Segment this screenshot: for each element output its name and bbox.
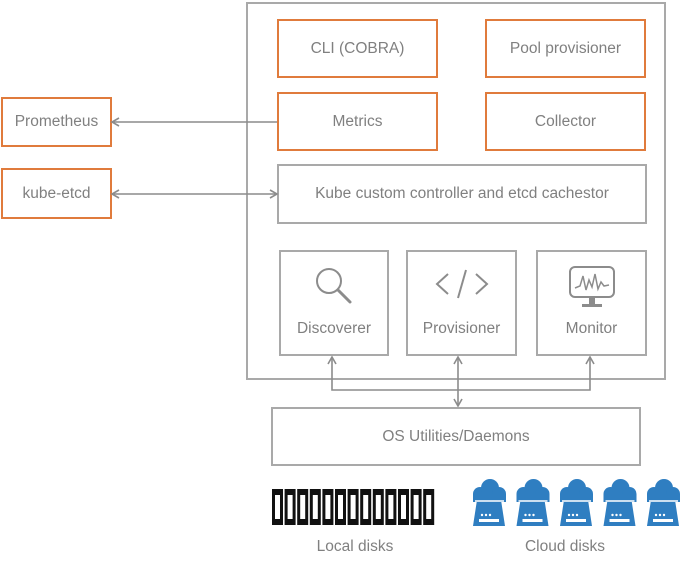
pool-provisioner-label: Pool provisioner: [509, 39, 622, 57]
monitor-node: Monitor: [536, 250, 647, 356]
cloud-server: [473, 479, 506, 526]
metrics-label: Metrics: [332, 112, 383, 130]
kube-controller-label: Kube custom controller and etcd cachesto…: [315, 185, 609, 202]
cloud-server: [603, 479, 637, 526]
cloud-server: [560, 479, 593, 526]
monitor-screen-icon: [538, 264, 645, 319]
kube-controller-node: Kube custom controller and etcd cachesto…: [277, 164, 647, 224]
collector-label: Collector: [534, 112, 597, 130]
local-disk-slot: [338, 495, 343, 519]
cloud-disks-caption: Cloud disks: [524, 538, 606, 555]
local-disk-slot: [413, 495, 419, 519]
discoverer-label: Discoverer: [296, 320, 372, 337]
local-disk-slot: [375, 495, 381, 519]
pool-provisioner-node: Pool provisioner: [485, 19, 646, 78]
local-disk-slot: [312, 495, 318, 519]
kube-etcd-label: kube-etcd: [22, 184, 91, 202]
local-disks-caption: Local disks: [316, 538, 394, 555]
cloud-server: [647, 479, 680, 526]
magnifier-icon: [281, 264, 387, 313]
cloud-server: [516, 479, 550, 526]
local-disk-slot: [287, 495, 293, 519]
cli-label: CLI (COBRA): [310, 39, 405, 57]
disk-drive-icon: [272, 489, 435, 525]
discoverer-node: Discoverer: [279, 250, 389, 356]
local-disk-slot: [350, 495, 356, 519]
os-utilities-node: OS Utilities/Daemons: [271, 407, 641, 466]
local-disk-slot: [300, 495, 306, 519]
local-disk-slot: [426, 495, 432, 519]
provisioner-label: Provisioner: [422, 320, 501, 337]
provisioner-node: Provisioner: [406, 250, 517, 356]
metrics-node: Metrics: [277, 92, 438, 151]
local-disk-slot: [388, 495, 394, 519]
cloud-server-icon: [473, 479, 680, 526]
local-disk-slot: [325, 495, 331, 519]
local-disk-slot: [275, 495, 280, 519]
os-utilities-label: OS Utilities/Daemons: [382, 427, 530, 445]
cli-node: CLI (COBRA): [277, 19, 438, 78]
monitor-label: Monitor: [565, 320, 618, 337]
code-brackets-icon: [408, 264, 515, 309]
local-disk-slot: [363, 495, 369, 519]
local-disk-slot: [401, 495, 406, 519]
collector-node: Collector: [485, 92, 646, 151]
prometheus-node: Prometheus: [1, 97, 112, 147]
prometheus-label: Prometheus: [14, 113, 99, 130]
